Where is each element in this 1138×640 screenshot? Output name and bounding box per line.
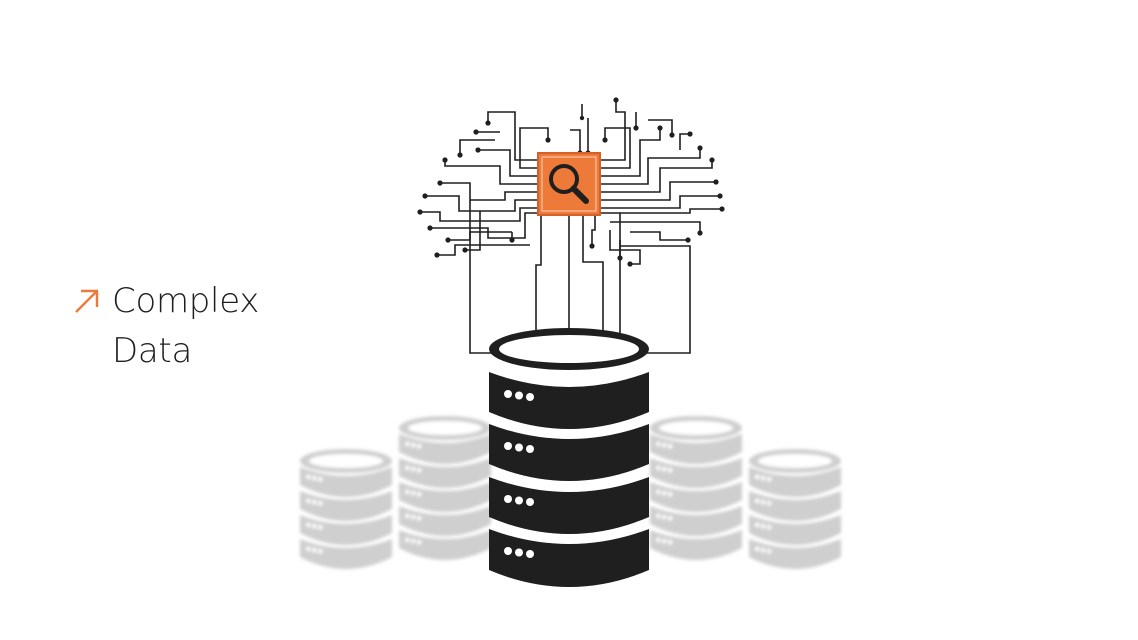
magnifier-icon bbox=[549, 164, 589, 204]
caption: Complex Data bbox=[72, 276, 259, 376]
background-database-right-outer bbox=[749, 449, 841, 569]
caption-title-first: Complex bbox=[112, 281, 260, 321]
search-chip bbox=[537, 152, 601, 216]
background-database-left-inner bbox=[399, 416, 491, 560]
caption-line-1: Complex bbox=[72, 276, 259, 326]
background-databases bbox=[300, 416, 841, 569]
circuit-brain bbox=[420, 100, 722, 355]
caption-title-second: Data bbox=[112, 331, 192, 371]
caption-line-2: Data bbox=[72, 326, 259, 376]
background-database-left-outer bbox=[300, 449, 392, 569]
background-database-right-inner bbox=[650, 416, 742, 560]
arrow-up-right-icon bbox=[75, 289, 99, 313]
database-stack-icon bbox=[489, 328, 649, 587]
